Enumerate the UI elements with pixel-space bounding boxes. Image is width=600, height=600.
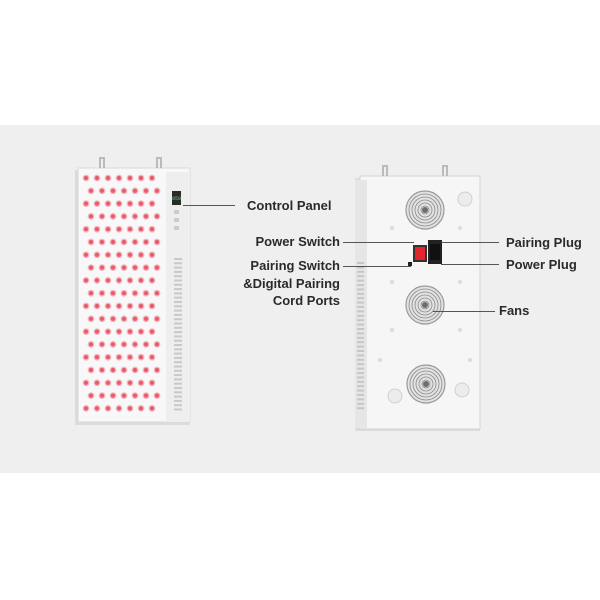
callout-line (183, 205, 235, 206)
side-vents (174, 258, 182, 411)
label-pairing-switch-line1: Pairing Switch (250, 258, 340, 273)
hook-icon (382, 165, 388, 176)
side-vents (357, 262, 364, 410)
label-power-plug: Power Plug (506, 257, 577, 272)
label-power-switch: Power Switch (255, 234, 340, 249)
callout-line (343, 242, 414, 243)
label-pairing-switch-line3: Cord Ports (272, 293, 340, 308)
back-panel (355, 165, 481, 431)
label-control-panel: Control Panel (247, 198, 332, 213)
callout-line (433, 311, 495, 312)
callout-line (441, 264, 499, 265)
fans (405, 190, 446, 404)
callout-line (343, 266, 411, 267)
callout-line (441, 242, 499, 243)
pairing-port (408, 262, 412, 266)
display-readout: 050 (172, 196, 181, 202)
hook-icon (156, 157, 162, 168)
label-pairing-switch-line2: &Digital Pairing (243, 276, 340, 291)
hook-icon (442, 165, 448, 176)
label-fans: Fans (499, 303, 530, 318)
hook-icon (99, 157, 105, 168)
front-panel: 050 (75, 157, 191, 425)
control-display (172, 191, 181, 205)
label-pairing-plug: Pairing Plug (506, 235, 582, 250)
led-grid (82, 174, 161, 412)
